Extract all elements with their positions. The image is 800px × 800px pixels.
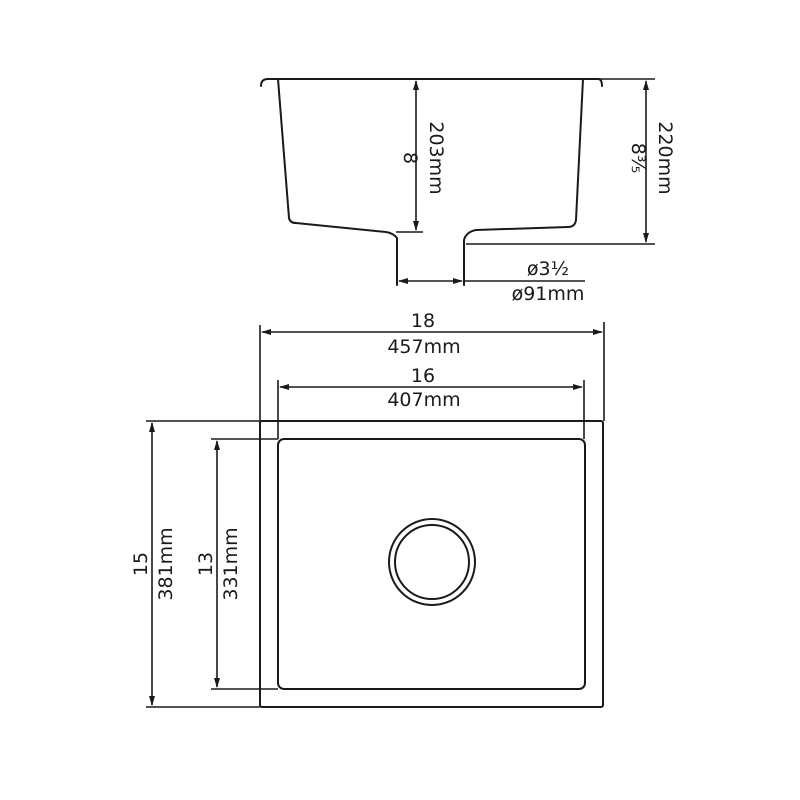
bowl-outline	[277, 438, 586, 690]
overall-width-inch: 18	[411, 310, 435, 332]
sink-rim	[260, 78, 603, 87]
overall-width-mm: 457mm	[387, 336, 460, 358]
side-view: 8 203mm 8⅗ 220mm ø3½ ø91mm	[260, 78, 676, 305]
bowl-width-inch: 16	[411, 365, 435, 387]
drain-circle-icon	[388, 518, 476, 606]
drain-diameter-mm: ø91mm	[512, 283, 585, 305]
bowl-profile-right	[463, 78, 584, 286]
bowl-width-mm: 407mm	[387, 389, 460, 411]
overall-height-inch: 8⅗	[627, 143, 649, 174]
overall-height-mm: 220mm	[654, 121, 676, 194]
inner-depth-mm: 203mm	[425, 121, 447, 194]
bowl-length-inch: 13	[195, 552, 217, 576]
drain-diameter-inch: ø3½	[527, 258, 569, 280]
bowl-length-mm: 331mm	[220, 527, 242, 600]
bowl-profile	[277, 78, 398, 286]
outer-outline	[259, 420, 604, 708]
overall-length-mm: 381mm	[155, 527, 177, 600]
overall-length-inch: 15	[130, 552, 152, 576]
inner-depth-inch: 8	[399, 152, 421, 164]
plan-view: 18 457mm 16 407mm 15 381mm 13 331mm	[130, 310, 605, 708]
